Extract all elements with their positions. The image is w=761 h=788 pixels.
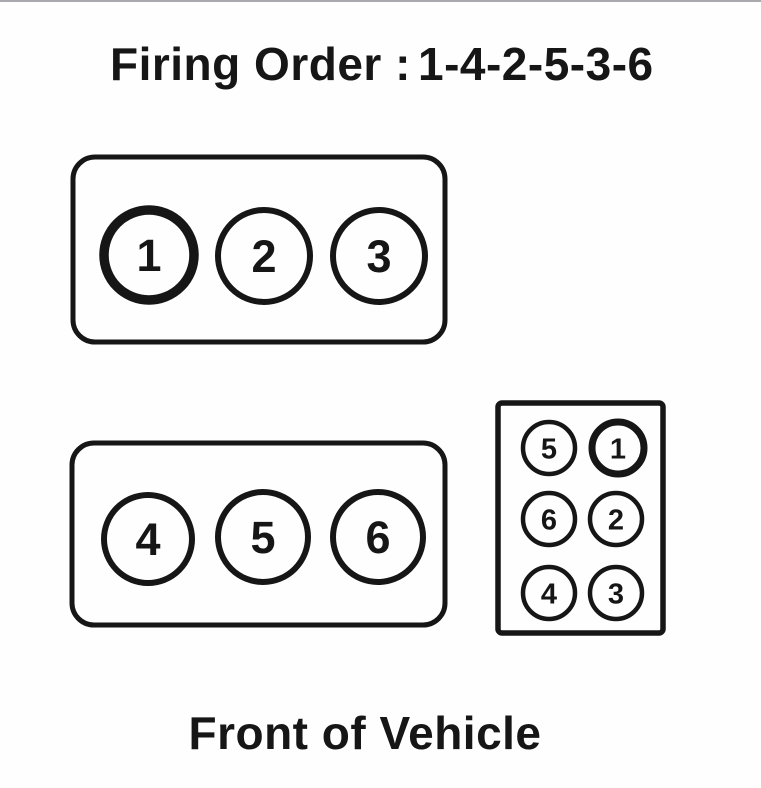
cylinder-5-label: 5 <box>250 512 275 563</box>
connector-terminal-4-label: 4 <box>541 578 557 610</box>
bottom-bank-group: 4 5 6 <box>69 440 448 628</box>
firing-order-title-label: Firing Order : <box>110 38 411 90</box>
connector-terminal-1-circle <box>588 418 648 478</box>
connector-terminal-3-circle <box>587 564 645 622</box>
bottom-bank-outline <box>69 440 448 628</box>
cylinder-2-circle <box>215 207 313 305</box>
connector-terminal-5-circle <box>520 419 578 477</box>
scan-edge-strip <box>0 0 761 2</box>
cylinder-6-circle <box>330 489 426 585</box>
connector-terminal-2-label: 2 <box>608 504 624 536</box>
cylinder-2-label: 2 <box>251 231 276 282</box>
connector-outline <box>495 400 666 636</box>
top-bank-outline <box>70 154 448 345</box>
cylinder-4-circle <box>101 492 195 586</box>
connector-terminal-1-label: 1 <box>610 433 626 465</box>
connector-terminal-5-label: 5 <box>541 433 557 465</box>
cylinder-1-circle <box>99 205 199 305</box>
connector-terminal-2-circle <box>587 490 645 548</box>
connector-view-group: 5 1 6 2 4 3 <box>495 400 666 636</box>
cylinder-6-label: 6 <box>365 512 390 563</box>
cylinder-5-circle <box>215 489 311 585</box>
cylinder-4-label: 4 <box>135 514 160 565</box>
connector-terminal-4-circle <box>520 564 578 622</box>
cylinder-1-label: 1 <box>136 230 161 281</box>
connector-terminal-6-label: 6 <box>541 504 557 536</box>
connector-terminal-3-label: 3 <box>608 578 624 610</box>
cylinder-3-circle <box>330 207 428 305</box>
front-of-vehicle-label: Front of Vehicle <box>188 707 541 759</box>
cylinder-3-label: 3 <box>366 231 391 282</box>
connector-terminal-6-circle <box>520 490 578 548</box>
firing-order-sequence: 1-4-2-5-3-6 <box>418 38 654 90</box>
top-bank-group: 1 2 3 <box>70 154 448 345</box>
